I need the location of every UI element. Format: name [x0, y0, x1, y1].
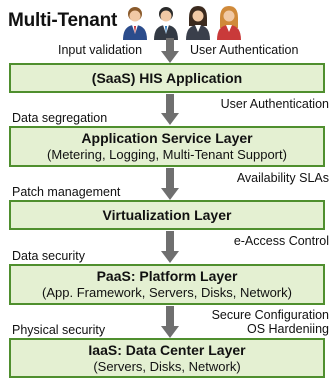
- user-authentication-label: User Authentication: [190, 43, 299, 57]
- down-arrow-icon: [161, 94, 179, 125]
- person-icon: [154, 7, 178, 40]
- secure-configuration-label: Secure Configuration: [211, 308, 329, 322]
- virtualization-layer: Virtualization Layer: [9, 200, 325, 230]
- person-icon: [123, 7, 147, 40]
- people-group-icon: [121, 4, 243, 40]
- layer-subtitle: (Metering, Logging, Multi-Tenant Support…: [47, 147, 287, 162]
- layer-title: IaaS: Data Center Layer: [88, 341, 246, 358]
- data-security-label: Data security: [12, 249, 85, 263]
- down-arrow-icon: [161, 38, 179, 63]
- layer-title: (SaaS) HIS Application: [91, 69, 243, 86]
- layer-title: PaaS: Platform Layer: [96, 268, 238, 284]
- input-validation-label: Input validation: [58, 43, 143, 57]
- layer-subtitle: (App. Framework, Servers, Disks, Network…: [42, 285, 292, 300]
- os-hardening-label: OS Hardeniing: [247, 322, 329, 336]
- person-icon: [186, 6, 210, 40]
- diagram-title: Multi-Tenant: [8, 10, 118, 31]
- availability-slas-label: Availability SLAs: [236, 171, 329, 185]
- layer-subtitle: (Servers, Disks, Network): [93, 358, 241, 374]
- layer-title: Virtualization Layer: [102, 206, 232, 223]
- iaas-data-center-layer: IaaS: Data Center Layer (Servers, Disks,…: [9, 338, 325, 378]
- down-arrow-icon: [161, 168, 179, 200]
- user-authentication-label: User Authentication: [220, 97, 329, 111]
- e-access-control-label: e-Access Control: [233, 234, 329, 248]
- patch-management-label: Patch management: [12, 185, 121, 199]
- layer-title: Application Service Layer: [81, 130, 253, 146]
- application-service-layer: Application Service Layer (Metering, Log…: [9, 126, 325, 167]
- down-arrow-icon: [161, 306, 179, 338]
- data-segregation-label: Data segregation: [12, 111, 108, 125]
- paas-platform-layer: PaaS: Platform Layer (App. Framework, Se…: [9, 264, 325, 305]
- person-icon: [217, 6, 241, 40]
- saas-his-application-layer: (SaaS) HIS Application: [9, 63, 325, 93]
- physical-security-label: Physical security: [12, 323, 106, 337]
- down-arrow-icon: [161, 231, 179, 263]
